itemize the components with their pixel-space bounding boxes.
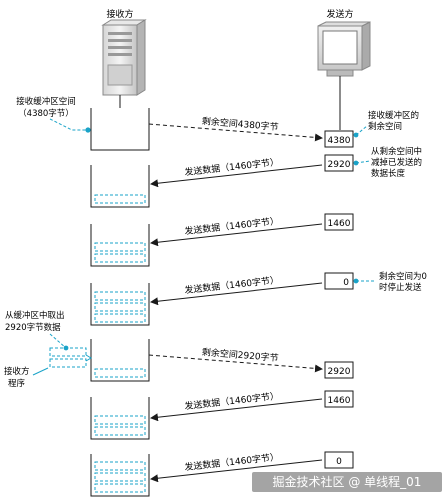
buffer-row-3 — [90, 224, 150, 267]
value-box-2-text: 2920 — [328, 160, 351, 170]
value-box-6: 1460 — [324, 390, 354, 408]
buffer-row-1 — [90, 108, 150, 151]
server-icon — [101, 19, 147, 108]
value-box-2: 2920 — [324, 154, 354, 172]
note-subtract: 从剩余空间中 减掉已发送的 数据长度 — [353, 146, 422, 179]
arrow-send-2 — [150, 223, 323, 247]
buffer-row-2 — [90, 165, 150, 208]
note-buffer-line-2: （4380字节） — [18, 108, 74, 119]
value-box-3-text: 1460 — [328, 219, 351, 229]
note-receiver-app: 接收方 程序 — [4, 366, 30, 389]
arrow-send-4 — [150, 398, 323, 422]
buffer-row-4 — [90, 283, 150, 326]
note-buffer-line-1: 接收缓冲区空间 — [16, 96, 76, 107]
arrow-label-1: 剩余空间4380字节 — [201, 115, 279, 133]
arrow-send-1 — [150, 164, 323, 188]
note-take-out: 从缓冲区中取出 2920字节数据 — [5, 310, 69, 351]
note-remaining-line-1: 接收缓冲区的 — [368, 110, 419, 121]
buffer-row-7 — [90, 454, 150, 497]
buffer-row-6 — [90, 397, 150, 440]
note-subtract-line-3: 数据长度 — [371, 168, 406, 179]
watermark-text: 掘金技术社区 @ 单线程_01 — [273, 474, 422, 489]
watermark: 掘金技术社区 @ 单线程_01 — [252, 472, 442, 492]
arrow-send-5 — [150, 459, 323, 483]
arrow-labels: 剩余空间4380字节 发送数据（1460字节） 发送数据（1460字节） 发送数… — [184, 115, 280, 473]
sender-title: 发送方 — [326, 8, 353, 20]
buffer-row-5 — [90, 339, 150, 382]
value-box-4-text: 0 — [343, 278, 349, 288]
arrow-send-3 — [150, 282, 323, 306]
note-remaining-line-2: 剩余空间 — [368, 121, 402, 132]
value-box-6-text: 1460 — [328, 396, 351, 406]
value-box-4: 0 — [324, 272, 354, 290]
note-subtract-line-1: 从剩余空间中 — [371, 146, 422, 157]
taken-out-data — [32, 347, 92, 376]
note-buffer-size: 接收缓冲区空间 （4380字节） — [16, 96, 91, 133]
note-takeout-line-2: 2920字节数据 — [5, 322, 61, 333]
receiver-title: 接收方 — [106, 8, 133, 20]
value-box-1-text: 4380 — [328, 136, 351, 146]
value-box-5: 2920 — [324, 361, 354, 379]
note-remaining-space: 接收缓冲区的 剩余空间 — [353, 110, 419, 138]
value-box-3: 1460 — [324, 213, 354, 231]
note-subtract-line-2: 减掉已发送的 — [371, 157, 422, 168]
value-box-5-text: 2920 — [328, 367, 351, 377]
note-stop-sending: 剩余空间为0 时停止发送 — [353, 271, 427, 293]
note-app-line-2: 程序 — [8, 378, 26, 389]
note-stop-line-1: 剩余空间为0 — [379, 271, 427, 282]
monitor-icon — [317, 21, 371, 130]
arrow-window-advert-1 — [148, 123, 323, 142]
note-app-line-1: 接收方 — [4, 366, 30, 377]
note-stop-line-2: 时停止发送 — [379, 282, 422, 293]
value-box-7: 0 — [324, 451, 354, 469]
note-takeout-line-1: 从缓冲区中取出 — [5, 310, 65, 321]
arrow-label-5: 剩余空间2920字节 — [201, 346, 279, 364]
value-box-7-text: 0 — [336, 457, 342, 467]
value-box-1: 4380 — [324, 130, 354, 148]
arrow-window-advert-2 — [148, 354, 323, 373]
